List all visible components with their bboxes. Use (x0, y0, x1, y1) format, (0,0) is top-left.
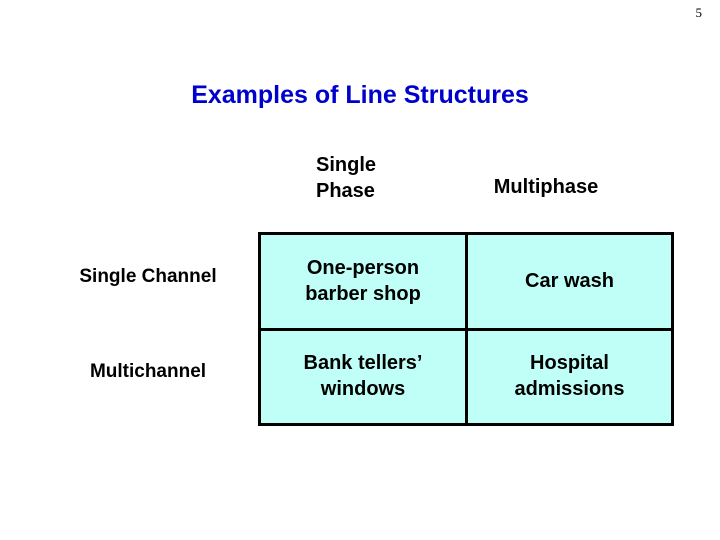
page-number: 5 (695, 5, 703, 20)
cell-multichannel-single-phase-line1: Bank tellers’ (303, 352, 423, 375)
column-header-single-phase-line1: Single (316, 154, 377, 176)
cell-multichannel-single-phase: Bank tellers’ windows (258, 328, 468, 426)
cell-multichannel-multiphase-line1: Hospital (530, 352, 609, 375)
column-header-single-phase: Single Phase (316, 152, 450, 205)
cell-single-channel-multiphase: Car wash (465, 232, 674, 331)
row-header-multichannel: Multichannel (89, 361, 207, 382)
cell-single-channel-single-phase-line2: barber shop (305, 282, 421, 305)
examples-matrix-table: One-person barber shop Car wash Bank tel… (258, 232, 674, 426)
cell-multichannel-multiphase-line2: admissions (514, 378, 625, 400)
column-header-multiphase: Multiphase (451, 174, 641, 200)
cell-multichannel-multiphase: Hospital admissions (465, 328, 674, 426)
table-row: One-person barber shop Car wash (258, 232, 674, 331)
cell-single-channel-single-phase: One-person barber shop (258, 232, 468, 331)
row-header-single-channel: Single Channel (79, 266, 217, 287)
column-header-single-phase-line2: Phase (316, 180, 375, 203)
cell-single-channel-single-phase-line1: One-person (306, 256, 420, 279)
table-row: Bank tellers’ windows Hospital admission… (258, 328, 674, 426)
column-header-multiphase-line1: Multiphase (493, 176, 599, 198)
cell-multichannel-single-phase-line2: windows (320, 378, 406, 400)
cell-single-channel-multiphase-line1: Car wash (525, 269, 614, 292)
page-title: Examples of Line Structures (191, 81, 529, 109)
